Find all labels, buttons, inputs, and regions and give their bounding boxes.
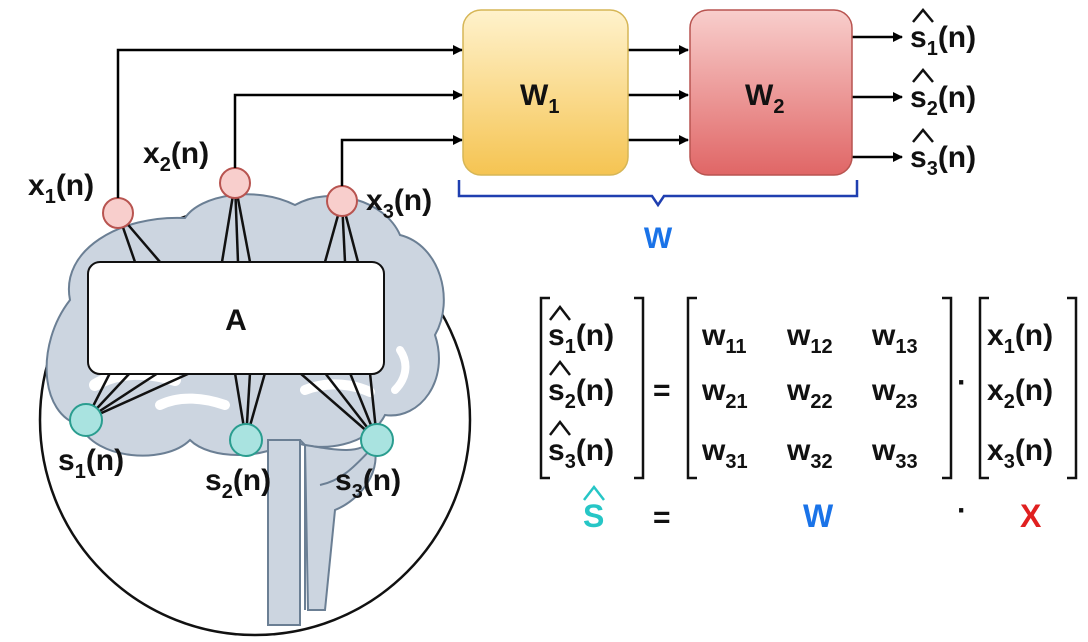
signal-paths [116,32,903,198]
source-3 [360,423,394,457]
output-1: s1(n) [910,8,976,60]
w2-block [689,9,853,176]
source-1 [69,403,103,437]
sensor-3 [326,185,358,217]
w-brace-label: W [644,222,673,255]
source-1-label: s1(n) [58,444,124,483]
lhs-bracket-left [539,296,550,480]
svg-text:x2(n): x2(n) [987,374,1053,413]
summary-s-hat: S [583,498,604,534]
hat-icon [549,304,571,321]
hat-icon [912,8,934,23]
summary-x: X [1020,498,1042,534]
sensor-2-label: x2(n) [143,137,209,176]
svg-text:s2(n): s2(n) [548,374,614,413]
x-bracket-left [978,296,989,480]
w-brace [457,180,859,208]
svg-text:w11: w11 [701,319,747,358]
svg-text:w31: w31 [701,434,748,473]
svg-text:w13: w13 [871,319,918,358]
source-2-label: s2(n) [205,464,271,503]
w2-label: W2 [745,79,784,118]
output-2: s2(n) [910,68,976,120]
mixing-matrix-label: A [225,304,247,337]
equals-sign: = [653,374,671,407]
hat-icon [549,359,571,376]
hat-icon [912,128,934,143]
sensor-1 [102,197,134,229]
lhs-bracket-right [634,296,645,480]
hat-icon [912,68,934,83]
summary-equals: = [653,501,671,534]
svg-text:x3(n): x3(n) [987,434,1053,473]
w1-block [462,9,629,176]
hat-icon [583,484,605,501]
hat-icon [549,419,571,436]
svg-text:x1(n): x1(n) [987,319,1053,358]
output-3: s3(n) [910,128,976,180]
svg-text:w33: w33 [871,434,918,473]
svg-text:s3(n): s3(n) [548,434,614,473]
equation: s1(n) s2(n) s3(n) = w11 w12 w13 w21 w22 … [539,296,1078,534]
svg-text:s2(n): s2(n) [910,81,976,120]
w-bracket-left [686,296,697,480]
x-bracket-right [1067,296,1078,480]
summary-w: W [803,498,834,534]
sensor-2 [219,167,251,199]
source-2 [229,423,263,457]
w-bracket-right [942,296,953,480]
sensor-1-label: x1(n) [28,169,94,208]
summary-dot: · [957,494,967,527]
w1-label: W1 [520,79,559,118]
mixing-matrix-box [87,261,385,375]
source-3-label: s3(n) [335,464,401,503]
svg-text:w12: w12 [786,319,833,358]
svg-text:w32: w32 [786,434,833,473]
sensor-3-label: x3(n) [366,184,432,223]
svg-text:w22: w22 [786,374,833,413]
svg-text:s1(n): s1(n) [548,319,614,358]
dot-operator: · [957,366,967,399]
svg-text:w23: w23 [871,374,918,413]
svg-text:s1(n): s1(n) [910,21,976,60]
svg-text:w21: w21 [701,374,748,413]
svg-text:s3(n): s3(n) [910,141,976,180]
